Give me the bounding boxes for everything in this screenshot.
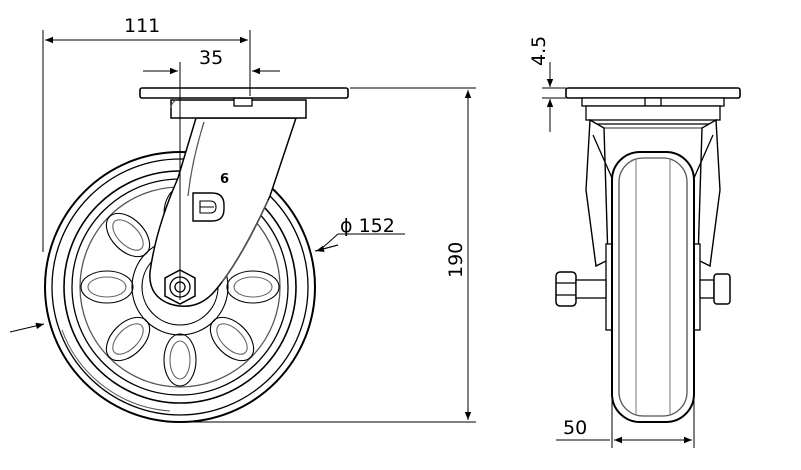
fork-number: 6 [220,172,229,187]
dim-4-5-label: 4.5 [528,36,550,66]
swivel-head-side [139,87,349,119]
wheel-front [605,151,701,423]
dim-152-label: ϕ 152 [340,215,395,237]
side-view: 6 [44,87,349,423]
dim-152-arrow-right [315,244,339,252]
swivel-head-front [565,87,741,129]
front-view [555,87,741,423]
dim-111-label: 111 [124,15,160,37]
axle-bolt [555,271,731,307]
fork-front [585,118,721,268]
dim-50-label: 50 [563,417,587,439]
dim-35-label: 35 [199,47,223,69]
brand-logo [192,192,225,222]
dim-152-leader [319,233,339,251]
dim-190-label: 190 [445,242,467,278]
dimension-lines [9,30,695,448]
dim-152-arrow-left [9,322,45,333]
